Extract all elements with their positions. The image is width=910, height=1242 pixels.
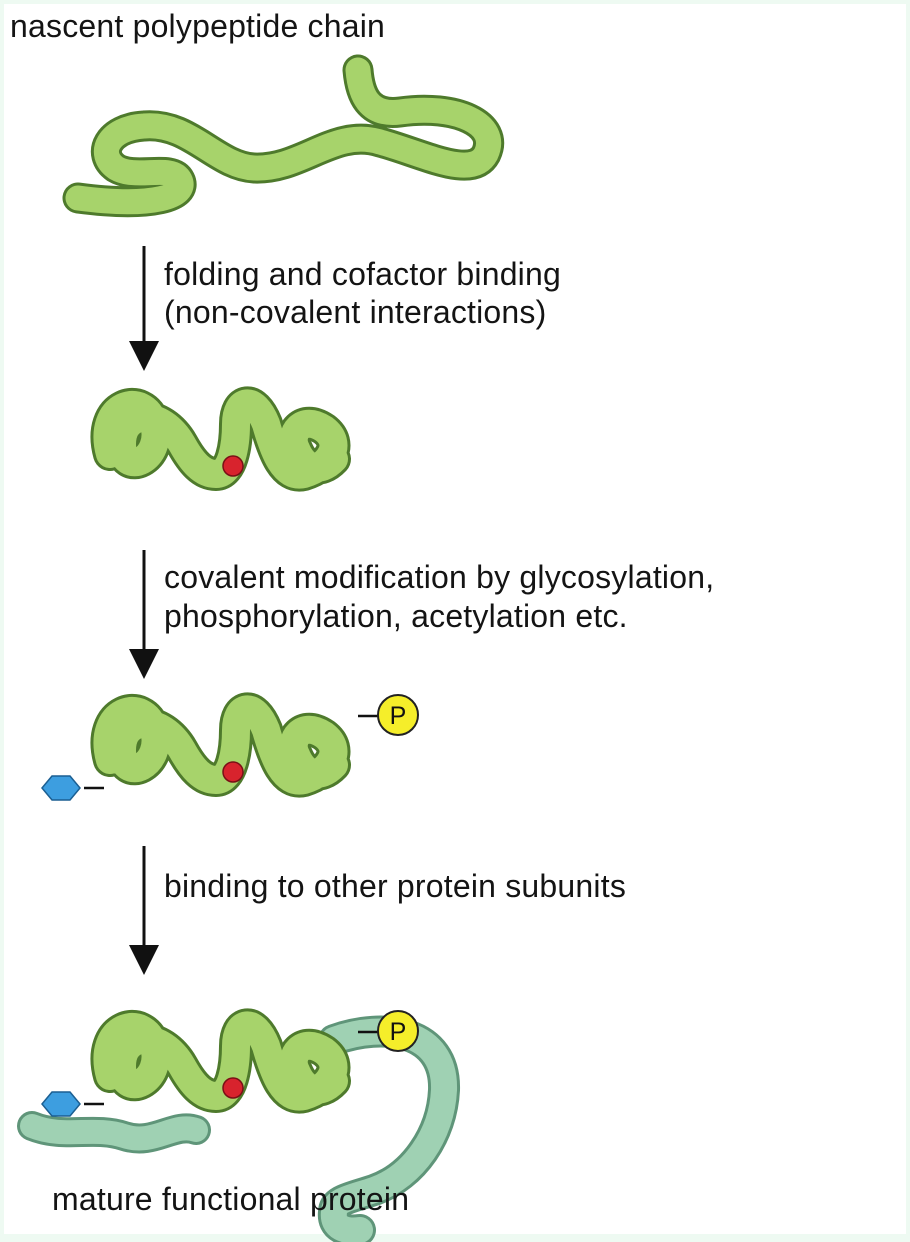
sugar-icon — [41, 1091, 81, 1117]
sugar-icon — [41, 775, 81, 801]
phosphate-label: P — [390, 702, 407, 730]
modified-protein: P — [41, 694, 419, 801]
label-step-folding-line1: folding and cofactor binding — [164, 256, 561, 292]
cofactor-icon — [222, 761, 244, 783]
nascent-chain — [62, 54, 504, 218]
phosphate-icon — [377, 1010, 419, 1052]
diagram-art: P P — [17, 54, 504, 1242]
label-step-covalent-line2: phosphorylation, acetylation etc. — [164, 598, 628, 634]
phosphate-label: P — [390, 1018, 407, 1046]
label-step-covalent-line1: covalent modification by glycosylation, — [164, 559, 715, 595]
label-nascent-chain: nascent polypeptide chain — [10, 8, 386, 44]
mature-protein: P — [17, 1010, 460, 1242]
label-mature-protein: mature functional protein — [52, 1181, 410, 1217]
label-step-folding-line2: (non-covalent interactions) — [164, 294, 547, 330]
folded-protein — [107, 403, 334, 476]
phosphate-icon — [377, 694, 419, 736]
cofactor-icon — [222, 1077, 244, 1099]
cofactor-icon — [222, 455, 244, 477]
label-step-subunit-binding: binding to other protein subunits — [164, 868, 627, 904]
